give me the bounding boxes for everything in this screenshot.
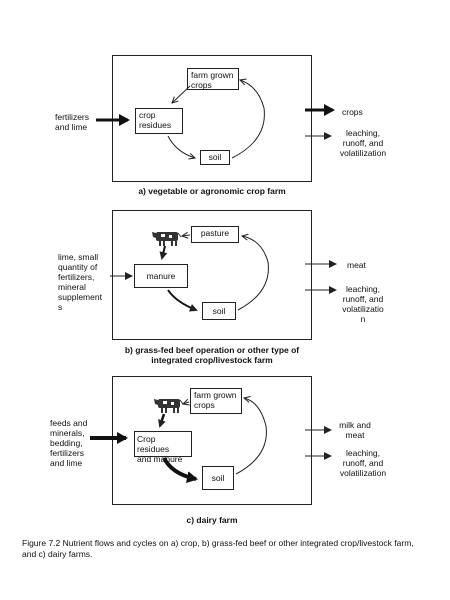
panel-a-soil-box: soil <box>200 150 230 165</box>
panel-b-output-meat: meat <box>347 260 366 270</box>
panel-c-inputs-label: feeds and minerals, bedding, fertilizers… <box>50 418 88 468</box>
panel-a-output-losses: leaching, runoff, and volatilization <box>339 128 387 158</box>
panel-c-manure-to-soil-arrow <box>162 457 198 484</box>
panel-b-caption: b) grass-fed beef operation or other typ… <box>124 345 300 365</box>
panel-b-output-losses: leaching, runoff, and volatilizatio n <box>342 284 384 324</box>
panel-c-crops-to-cow-arrow <box>183 402 189 404</box>
panel-c-output-milk-meat: milk and meat <box>339 420 371 440</box>
panel-c-output-losses: leaching, runoff, and volatilization <box>339 448 387 478</box>
panel-b-soil-box: soil <box>202 302 236 320</box>
cow-icon <box>154 399 184 413</box>
panel-b-pasture-to-cow-arrow <box>182 235 191 236</box>
panel-b-pasture-box: pasture <box>191 226 239 243</box>
panel-a-residues-to-soil-arrow <box>167 135 195 158</box>
panel-c-arrows <box>90 398 332 484</box>
panel-a-output-crops: crops <box>342 107 363 117</box>
panel-b-soil-to-pasture-arrow <box>237 236 269 311</box>
cow-icon <box>152 232 182 246</box>
panel-c-cow-to-manure-arrow <box>158 413 166 428</box>
panel-c-soil-box: soil <box>202 466 234 490</box>
panel-b-manure-box: manure <box>134 264 188 288</box>
panel-a-arrows <box>96 80 335 159</box>
panel-a-crops-to-residues-arrow <box>172 85 191 103</box>
panel-c-soil-to-crops-arrow <box>235 398 267 475</box>
panel-b-arrows <box>110 232 337 312</box>
panel-b-manure-to-soil-arrow <box>167 289 198 312</box>
panel-a-caption: a) vegetable or agronomic crop farm <box>138 186 286 196</box>
panel-b-frame <box>112 210 312 340</box>
panel-c-caption: c) dairy farm <box>186 515 238 525</box>
panel-a-farm-grown-crops-box: farm grown crops <box>187 68 239 90</box>
panel-a-soil-to-crops-arrow <box>231 80 265 159</box>
panel-c-farm-grown-crops-box: farm grown crops <box>190 388 242 414</box>
figure-caption: Figure 7.2 Nutrient flows and cycles on … <box>22 538 414 559</box>
panel-a-inputs-label: fertilizers and lime <box>55 112 90 132</box>
panel-b-inputs-label: lime, small quantity of fertilizers, min… <box>58 252 102 312</box>
panel-c-crop-residues-manure-box: Crop residues and manure <box>134 431 192 464</box>
panel-c-frame <box>112 376 312 505</box>
panel-a-crop-residues-box: crop residues <box>135 108 183 134</box>
panel-b-cow-to-manure-arrow <box>159 245 168 260</box>
